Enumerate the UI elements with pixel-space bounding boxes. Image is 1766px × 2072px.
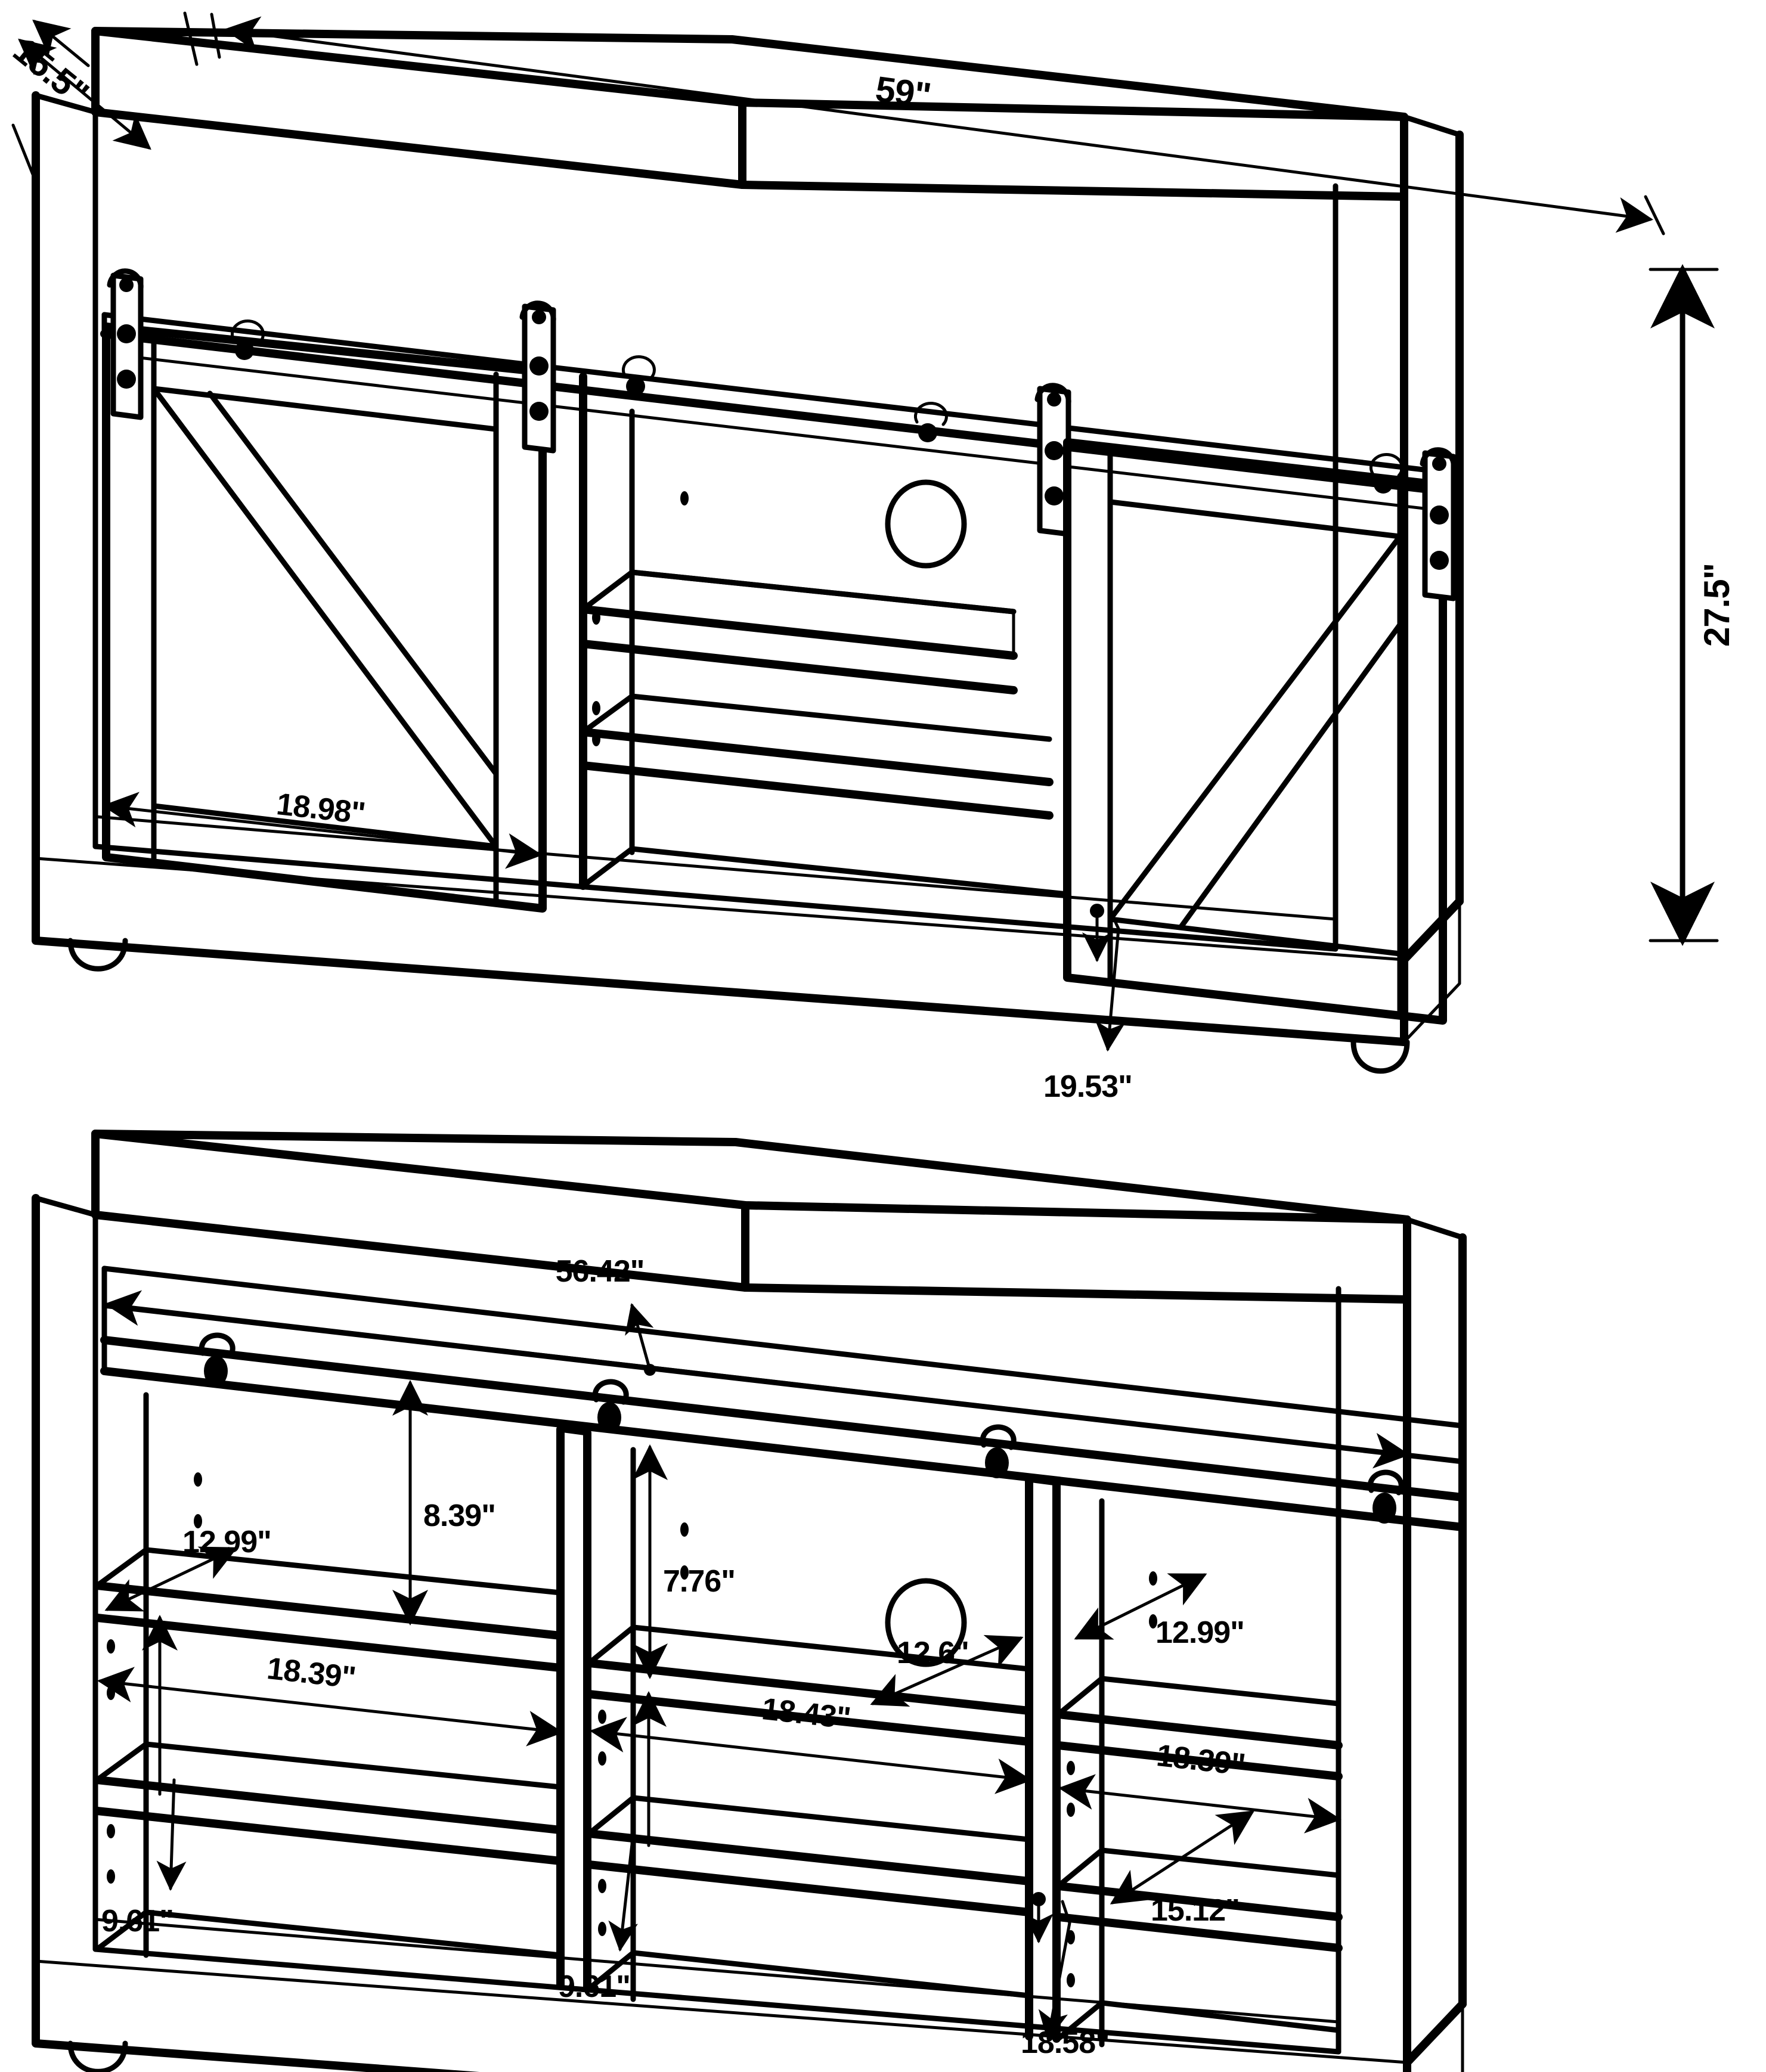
dimension-center-lower-9-61 bbox=[608, 1691, 667, 1952]
shelf-pin-hole bbox=[1067, 1973, 1075, 1987]
dimension-label-left-shelf-depth: 12.99" bbox=[182, 1525, 271, 1559]
roller-hanger-icon bbox=[1420, 447, 1457, 601]
dimension-center-post-18-58 bbox=[1024, 1892, 1071, 2042]
dimension-left-width-18-39 bbox=[97, 1667, 563, 1747]
dimension-left-lower-9-61 bbox=[142, 1615, 187, 1891]
shelf-pin-hole bbox=[680, 1522, 689, 1537]
shelf-pin-hole bbox=[592, 610, 600, 625]
cable-management-hole bbox=[885, 479, 967, 569]
shelf-pin-hole bbox=[1067, 1803, 1075, 1817]
dimension-right-lower-15-12 bbox=[1110, 1810, 1255, 1904]
dimension-label-left-width: 18.39" bbox=[265, 1651, 357, 1695]
shelf-pin-hole bbox=[107, 1639, 115, 1654]
shelf-pin-hole bbox=[194, 1514, 202, 1528]
dimension-depth-15-5 bbox=[11, 11, 199, 181]
shelf-pin-hole bbox=[107, 1686, 115, 1700]
shelf-pin-hole bbox=[1149, 1571, 1157, 1586]
dimension-right-width-18-39 bbox=[1058, 1774, 1341, 1834]
leveling-foot-left bbox=[67, 938, 128, 972]
dimension-center-shelf-12-6 bbox=[870, 1634, 1024, 1707]
roller-dot bbox=[597, 1402, 621, 1433]
dimension-door-height-19-53 bbox=[1082, 904, 1125, 1052]
dimension-label-center-shelf-depth: 12.6" bbox=[897, 1636, 969, 1670]
dimension-label-center-upper-height: 7.76" bbox=[663, 1564, 735, 1599]
roller-hanger-icon bbox=[519, 300, 556, 454]
interior-dividers bbox=[143, 1392, 1105, 2048]
shelf-pin-hole bbox=[598, 1879, 606, 1893]
dimension-label-center-width: 18.43" bbox=[760, 1692, 852, 1736]
dimension-label-height: 27.5" bbox=[1697, 563, 1737, 647]
roller-dot bbox=[1372, 1493, 1396, 1524]
dimension-label-right-width: 18.39" bbox=[1155, 1738, 1247, 1782]
view-front-open bbox=[32, 1130, 1467, 2072]
dimension-width-59 bbox=[210, 13, 1665, 235]
view-front-closed bbox=[32, 27, 1464, 1074]
roller-dot bbox=[1374, 474, 1393, 494]
view1-dimensions: 15.5" 59" 27.5" 18.98" 19.53" bbox=[6, 11, 1737, 1104]
dimension-rail-56-42 bbox=[104, 1290, 1410, 1469]
shelf-pin-hole bbox=[592, 732, 600, 746]
roller-dot bbox=[626, 377, 645, 396]
shelf-pin-hole bbox=[598, 1710, 606, 1724]
dimension-label-center-lower-height: 9.61" bbox=[558, 1969, 630, 2004]
barn-door-rail-open bbox=[100, 1265, 1467, 1531]
dimension-label-left-lower-height: 9.61" bbox=[101, 1904, 173, 1938]
view2-dimensions: 56.42" 12.99" 8.39" 7.76" 12.6" 12.99" bbox=[97, 1254, 1410, 2060]
shelf-pin-hole bbox=[107, 1824, 115, 1838]
dimension-label-right-shelf-depth: 12.99" bbox=[1155, 1615, 1244, 1650]
shelf-pin-hole bbox=[680, 1565, 689, 1580]
dimension-label-right-lower-depth: 15.12" bbox=[1151, 1893, 1240, 1928]
dimension-label-rail-length: 56.42" bbox=[556, 1254, 645, 1289]
dimension-label-left-upper-height: 8.39" bbox=[423, 1499, 495, 1533]
leveling-foot-right bbox=[1350, 1039, 1410, 1074]
dimension-label-center-post-height: 18.58" bbox=[1021, 2026, 1110, 2060]
cabinet-body-closed bbox=[32, 27, 1464, 1074]
shelf-pin-hole bbox=[598, 1922, 606, 1936]
cabinet-body-open bbox=[32, 1130, 1467, 2072]
shelf-pin-hole bbox=[107, 1869, 115, 1884]
center-compartment bbox=[585, 1522, 1033, 1999]
roller-hanger-hardware-closed bbox=[107, 268, 1457, 601]
roller-dot bbox=[235, 341, 254, 360]
dimension-right-shelf-12-99 bbox=[1074, 1573, 1207, 1640]
shelf-pin-hole bbox=[680, 491, 689, 505]
center-open-compartment-closed-view bbox=[579, 373, 1071, 897]
dimension-label-width: 59" bbox=[873, 69, 933, 116]
leveling-foot-left bbox=[67, 2040, 128, 2072]
dimension-left-door-18-98 bbox=[102, 792, 543, 869]
shelf-pin-hole bbox=[1067, 1761, 1075, 1775]
roller-hanger-icon bbox=[107, 268, 144, 420]
shelf-pin-hole bbox=[194, 1472, 202, 1487]
roller-dot bbox=[985, 1447, 1009, 1478]
roller-dot bbox=[918, 423, 937, 442]
left-compartment bbox=[93, 1472, 565, 1958]
shelf-pin-hole bbox=[598, 1751, 606, 1766]
roller-hanger-icon bbox=[1034, 383, 1071, 537]
barn-door-rail-closed bbox=[100, 312, 1464, 514]
dimension-height-27-5 bbox=[1649, 264, 1719, 946]
shelf-pin-hole bbox=[592, 701, 600, 715]
dimension-label-door-height: 19.53" bbox=[1043, 1069, 1132, 1104]
roller-dot bbox=[204, 1356, 228, 1386]
dimension-center-width-18-43 bbox=[590, 1717, 1032, 1794]
dimension-left-shelf-12-99 bbox=[104, 1546, 238, 1612]
